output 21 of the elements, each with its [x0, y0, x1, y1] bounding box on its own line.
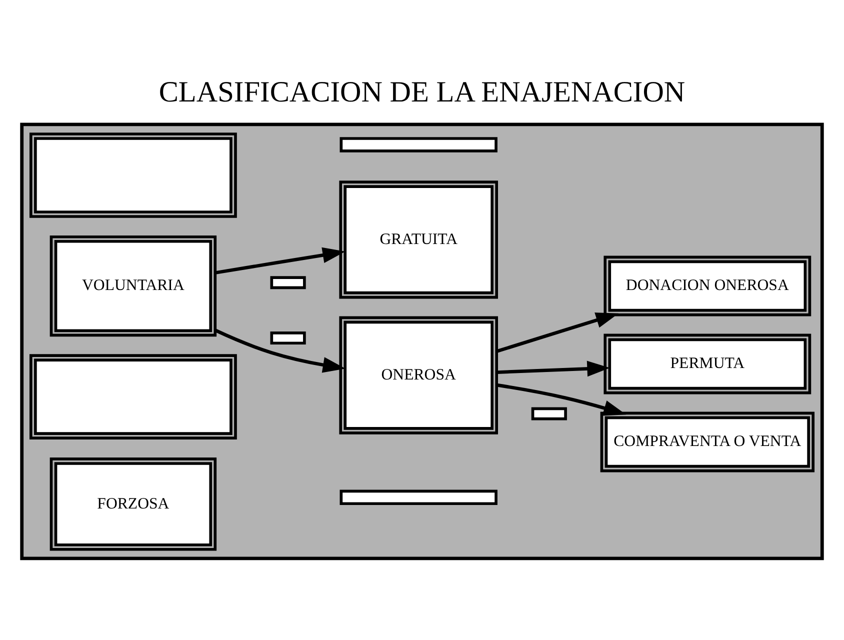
- arrow: [496, 312, 619, 352]
- node-box: DONACION ONEROSA: [604, 255, 812, 316]
- node-box: FORZOSA: [50, 457, 217, 550]
- node-bar: [531, 406, 567, 420]
- arrow: [215, 246, 346, 274]
- node-box: COMPRAVENTA O VENTA: [600, 411, 814, 472]
- node-bar: [340, 136, 498, 152]
- node-bar: [270, 331, 306, 344]
- arrow: [214, 328, 346, 372]
- node-box: VOLUNTARIA: [50, 234, 217, 336]
- node-bar: [340, 489, 498, 505]
- cluster: [20, 122, 824, 560]
- arrow: [496, 382, 626, 416]
- node-box: [30, 354, 237, 439]
- node-box: GRATUITA: [339, 180, 498, 298]
- node-bar: [270, 276, 306, 289]
- arrow: [496, 360, 610, 376]
- node-box: ONEROSA: [339, 316, 498, 434]
- node-box: [30, 132, 237, 218]
- node-box: PERMUTA: [604, 333, 812, 394]
- diagram-title: CLASIFICACION DE LA ENAJENACION: [158, 76, 686, 108]
